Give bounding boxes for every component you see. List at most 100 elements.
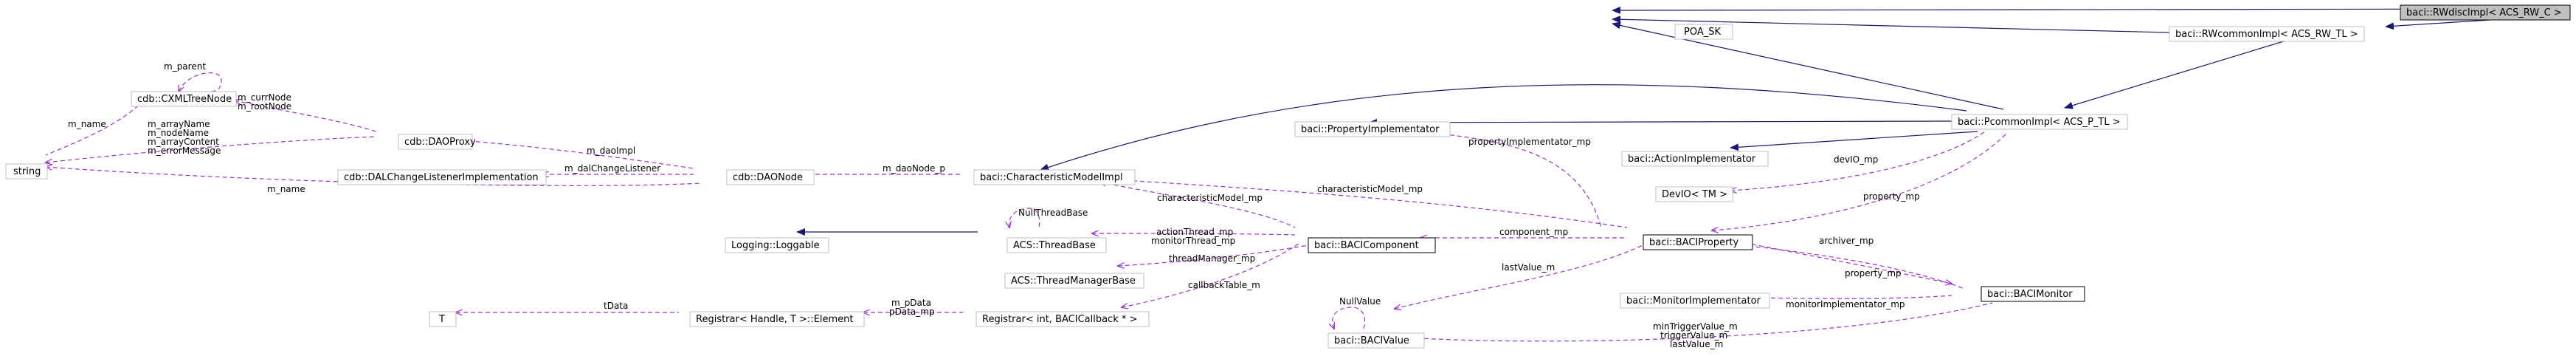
label-archiver-mp: archiver_mp [1819,236,1874,246]
node-property-implementator[interactable]: baci::PropertyImplementator [1294,121,1451,137]
node-baci-value[interactable]: baci::BACIValue [1327,332,1425,349]
node-baci-property-label: baci::BACIProperty [1649,237,1739,248]
label-tdata: tData [604,301,628,311]
label-callbacktable-m: callbackTable_m [1188,280,1260,290]
label-nullthreadbase: NullThreadBase [1018,208,1088,218]
node-dao-node[interactable]: cdb::DAONode [726,169,815,185]
node-dao-node-label: cdb::DAONode [733,172,803,183]
label-m-daoimpl: m_daoImpl [587,146,635,156]
label-component-mp: component_mp [1499,227,1568,237]
label-characteristicmodel-mp: characteristicModel_mp [1157,193,1263,203]
edge-threadbase-self [1009,208,1040,228]
node-devio[interactable]: DevIO< TM > [1655,186,1733,202]
label-lastvalue-m: lastValue_m [1502,262,1555,273]
node-string[interactable]: string [5,163,48,180]
label-m-errormessage: m_errorMessage [148,146,221,156]
node-thread-manager-base[interactable]: ACS::ThreadManagerBase [1004,273,1144,289]
label-nullvalue: NullValue [1339,296,1381,307]
node-baci-monitor[interactable]: baci::BACIMonitor [1981,286,2085,302]
node-pcommon-impl[interactable]: baci::PcommonImpl< ACS_P_TL > [1951,114,2128,130]
edge-pcommon-to-devio [1730,131,1986,191]
node-baci-component[interactable]: baci::BACIComponent [1308,237,1436,253]
node-rwcommon-impl[interactable]: baci::RWcommonImpl< ACS_RW_TL > [2169,26,2365,42]
node-cxml-tree-node[interactable]: cdb::CXMLTreeNode [131,91,237,107]
node-t[interactable]: T [429,311,457,327]
label-monitorthread-mp: monitorThread_mp [1151,236,1235,246]
edge-pcommon-to-propimpl [1368,118,1952,126]
node-poa-sk[interactable]: POA_SK [1674,24,1733,40]
edge-rwcommon-to-poa [1612,16,2170,33]
edge-bacicomp-to-registrar [1122,243,1299,307]
label-propertyimplementator-mp: propertyImplementator_mp [1468,137,1591,147]
edge-baciprop-to-bacivalue [1395,243,1646,309]
node-poa-sk-label: POA_SK [1684,27,1721,38]
node-registrar[interactable]: Registrar< int, BACICallback * > [976,311,1150,327]
label-property-mp: property_mp [1863,191,1920,202]
node-thread-base[interactable]: ACS::ThreadBase [1006,237,1107,253]
edge-baciprop-to-propimpl [1420,131,1602,228]
node-baci-value-label: baci::BACIValue [1334,335,1409,346]
node-monitor-implementator[interactable]: baci::MonitorImplementator [1620,293,1770,309]
label-m-nodename: m_nodeName [148,128,209,138]
nodes: baci::RWdiscImpl< ACS_RW_C > POA_SK baci… [5,4,2571,349]
label-m-dalchangelistener: m_dalChangeListener [564,163,660,174]
node-loggable-label: Logging::Loggable [731,240,820,251]
edge-daoproxy-to-string [46,136,377,163]
label-m-rootnode: m_rootNode [238,101,291,112]
node-baci-property[interactable]: baci::BACIProperty [1643,234,1753,250]
label-m-daonode-p: m_daoNode_p [883,163,945,174]
node-dal-change-listener[interactable]: cdb::DALChangeListenerImplementation [337,169,547,185]
node-registrar-element[interactable]: Registrar< Handle, T >::Element [689,311,865,327]
edge-bacimon-to-bacivalue [1395,302,1993,342]
node-characteristic-model-impl-label: baci::CharacteristicModelImpl [980,172,1123,183]
node-baci-component-label: baci::BACIComponent [1314,240,1419,251]
label-m-parent: m_parent [164,61,206,72]
label-lastvalue-m-2: lastValue_m [1670,339,1723,349]
node-pcommon-impl-label: baci::PcommonImpl< ACS_P_TL > [1958,117,2121,128]
node-dal-change-listener-label: cdb::DALChangeListenerImplementation [344,172,539,183]
edge-cxml-to-string [45,100,144,156]
edge-pcommon-to-baciprop [1712,132,2008,230]
edge-pcommon-to-charmodel [1040,84,1967,171]
node-loggable[interactable]: Logging::Loggable [725,237,829,253]
edge-bacicomp-to-charmodel [1099,182,1296,228]
node-characteristic-model-impl[interactable]: baci::CharacteristicModelImpl [973,169,1136,185]
label-triggervalue-m: triggerValue_m [1660,330,1727,341]
node-rwdisc-impl[interactable]: baci::RWdiscImpl< ACS_RW_C > [2400,4,2571,21]
edge-daoproxy-to-cxml [235,100,377,132]
edge-pcommon-to-poa [1612,21,2004,110]
label-property-mp-2: property_mp [1845,268,1902,278]
node-t-label: T [438,314,445,325]
label-threadmanager-mp: threadManager_mp [1169,253,1255,264]
edge-bacimon-to-monimpl [1756,295,1952,298]
edge-labels: m_parent m_name m_currNode m_rootNode m_… [68,61,1920,349]
node-property-implementator-label: baci::PropertyImplementator [1301,124,1440,135]
edge-daonode-to-daoproxy [461,140,694,169]
node-thread-base-label: ACS::ThreadBase [1013,240,1096,251]
label-m-pdata: m_pData [891,298,931,308]
edge-bacicomp-to-threadmgr [1118,243,1318,266]
node-monitor-implementator-label: baci::MonitorImplementator [1626,295,1761,307]
node-action-implementator-label: baci::ActionImplementator [1628,154,1756,165]
inheritance-edges [796,6,2548,236]
label-pdata-mp: pData_mp [889,307,935,317]
label-m-currnode: m_currNode [238,92,291,103]
label-m-name-2: m_name [267,184,305,194]
edge-cxml-self [179,72,222,92]
label-monitorimplementator-mp: monitorImplementator_mp [1786,299,1905,310]
edge-bacicomp-to-threadbase [1092,233,1296,235]
node-thread-manager-base-label: ACS::ThreadManagerBase [1011,276,1136,287]
node-registrar-label: Registrar< int, BACICallback * > [982,314,1137,325]
edge-bacivalue-self [1333,307,1366,329]
node-rwcommon-impl-label: baci::RWcommonImpl< ACS_RW_TL > [2175,29,2358,40]
edge-rwcommon-to-pcommon [2064,40,2287,109]
node-registrar-element-label: Registrar< Handle, T >::Element [696,314,854,325]
label-characteristicmodel-mp-2: characteristicModel_mp [1317,184,1423,194]
node-string-label: string [13,166,41,177]
node-devio-label: DevIO< TM > [1662,189,1727,200]
label-actionthread-mp: actionThread_mp [1156,227,1233,237]
node-dao-proxy[interactable]: cdb::DAOProxy [398,134,476,150]
node-cxml-tree-node-label: cdb::CXMLTreeNode [137,94,232,105]
node-action-implementator[interactable]: baci::ActionImplementator [1621,151,1769,167]
